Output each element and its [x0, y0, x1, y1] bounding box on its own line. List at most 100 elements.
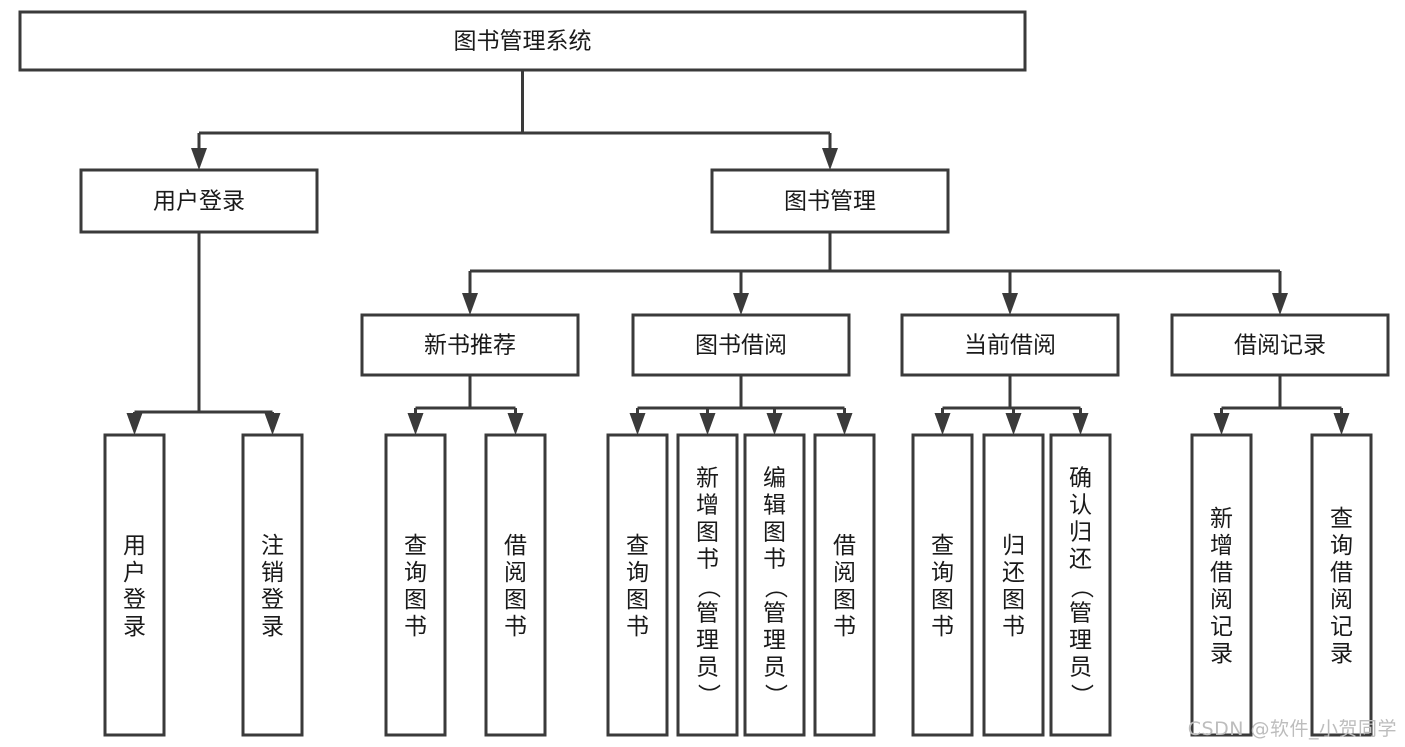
- leaf-node-1-label-char: 录: [261, 614, 284, 640]
- leaf-drop-当前借阅-0-head: [934, 413, 951, 435]
- level3-drop-2-head: [1002, 293, 1018, 315]
- node-level2-1-rect: [710, 168, 950, 234]
- node-level3-0[interactable]: 新书推荐: [360, 313, 580, 377]
- leaf-drop-当前借阅-1-head: [1005, 413, 1022, 435]
- leaf-node-10-label-char: ）: [1068, 684, 1094, 707]
- leaf-node-9-rect: [982, 433, 1045, 737]
- leaf-node-5-rect: [676, 433, 739, 737]
- leaf-node-10-label-char: 员: [1069, 655, 1092, 681]
- leaf-node-1-label-char: 销: [261, 560, 284, 586]
- leaf-node-6-label-char: 书: [763, 547, 786, 573]
- leaf-node-11-label-char: 记: [1210, 614, 1233, 640]
- leaf-drop-图书借阅-2-head: [766, 413, 783, 435]
- node-root-label: 图书管理系统: [454, 29, 592, 55]
- leaf-node-10-label-char: 确: [1069, 466, 1092, 492]
- node-level2-1[interactable]: 图书管理: [710, 168, 950, 234]
- node-layer: 用户登录图书管理图书管理系统新书推荐图书借阅当前借阅借阅记录用户登录注销登录查询…: [18, 10, 1390, 737]
- leaf-drop-新书推荐-0-head: [407, 413, 424, 435]
- leaf-node-5-label-char: 图: [696, 520, 719, 546]
- leaf-drop-图书借阅-3-head: [836, 413, 853, 435]
- leaf-node-9-label-char: 书: [1002, 614, 1025, 640]
- leaf-node-10-label-char: （: [1068, 576, 1094, 599]
- leaf-node-12-label-char: 查: [1330, 506, 1353, 532]
- node-level2-0[interactable]: 用户登录: [79, 168, 319, 234]
- level3-drop-1-head: [733, 293, 749, 315]
- leaf-node-11-label-char: 增: [1210, 533, 1233, 559]
- leaf-node-12-rect: [1310, 433, 1373, 737]
- node-root-rect: [18, 10, 1027, 72]
- leaf-node-12-label-char: 阅: [1330, 587, 1353, 613]
- leaf-node-7-rect: [813, 433, 876, 737]
- leaf-node-12-label-char: 记: [1330, 614, 1353, 640]
- node-level3-0-rect: [360, 313, 580, 377]
- leaf-node-6-label-char: 管: [763, 601, 786, 627]
- node-level3-3[interactable]: 借阅记录: [1170, 313, 1390, 377]
- leaf-node-3-label-char: 借: [504, 533, 527, 559]
- arrowhead-layer: [126, 148, 1350, 435]
- node-level2-0-rect: [79, 168, 319, 234]
- leaf-node-5-label-char: ）: [695, 684, 721, 707]
- leaf-node-1-label-char: 注: [261, 533, 284, 559]
- leaf-node-10-label-char: 还: [1069, 547, 1092, 573]
- leaf-node-3-rect: [484, 433, 547, 737]
- leaf-node-8-label-char: 查: [931, 533, 954, 559]
- leaf-node-1-rect: [241, 433, 304, 737]
- leaf-node-11-rect: [1190, 433, 1253, 737]
- leaf-node-0-rect: [103, 433, 166, 737]
- leaf-node-10-rect: [1049, 433, 1112, 737]
- level3-drop-3-head: [1272, 293, 1288, 315]
- leaf-node-4-label-char: 询: [626, 560, 649, 586]
- leaf-drop-新书推荐-1-head: [507, 413, 524, 435]
- node-level3-1-label: 图书借阅: [695, 333, 787, 359]
- leaf-node-11-label-char: 录: [1210, 641, 1233, 667]
- node-root[interactable]: 图书管理系统: [18, 10, 1027, 72]
- level2-drop-1-head: [822, 148, 838, 170]
- node-level3-1[interactable]: 图书借阅: [631, 313, 851, 377]
- leaf-node-5-label-char: 理: [696, 628, 719, 654]
- leaf-node-2-label-char: 询: [404, 560, 427, 586]
- leaf-node-4-label-char: 查: [626, 533, 649, 559]
- leaf-node-2-label-char: 查: [404, 533, 427, 559]
- level3-drop-0-head: [462, 293, 478, 315]
- node-level3-3-label: 借阅记录: [1234, 333, 1326, 359]
- leaf-node-9-label-char: 还: [1002, 560, 1025, 586]
- leaf-node-6-label-char: 图: [763, 520, 786, 546]
- leaf-drop-借阅记录-0-head: [1213, 413, 1230, 435]
- leaf-node-4-label-char: 图: [626, 587, 649, 613]
- leaf-node-0-label-char: 录: [123, 614, 146, 640]
- node-level3-2[interactable]: 当前借阅: [900, 313, 1120, 377]
- node-level3-2-rect: [900, 313, 1120, 377]
- leaf-node-9-label-char: 图: [1002, 587, 1025, 613]
- leaf-node-7-label-char: 图: [833, 587, 856, 613]
- leaf-drop-图书借阅-1-head: [699, 413, 716, 435]
- node-level2-0-label: 用户登录: [153, 189, 245, 215]
- leaf-node-10-label-char: 认: [1069, 493, 1092, 519]
- leaf-node-1-label-char: 登: [261, 587, 284, 613]
- leaf-node-12-label-char: 录: [1330, 641, 1353, 667]
- leaf-node-4-label-char: 书: [626, 614, 649, 640]
- leaf-drop-用户登录-1-head: [264, 413, 281, 435]
- leaf-node-6-rect: [743, 433, 806, 737]
- node-level3-2-label: 当前借阅: [964, 333, 1056, 359]
- leaf-node-3-label-char: 阅: [504, 560, 527, 586]
- leaf-node-0[interactable]: 用户登录: [103, 433, 166, 737]
- leaf-node-7-label-char: 阅: [833, 560, 856, 586]
- leaf-node-5-label-char: 书: [696, 547, 719, 573]
- leaf-node-12-label-char: 询: [1330, 533, 1353, 559]
- leaf-node-5-label-char: 管: [696, 601, 719, 627]
- leaf-node-9-label-char: 归: [1002, 533, 1025, 559]
- node-level2-1-label: 图书管理: [784, 189, 876, 215]
